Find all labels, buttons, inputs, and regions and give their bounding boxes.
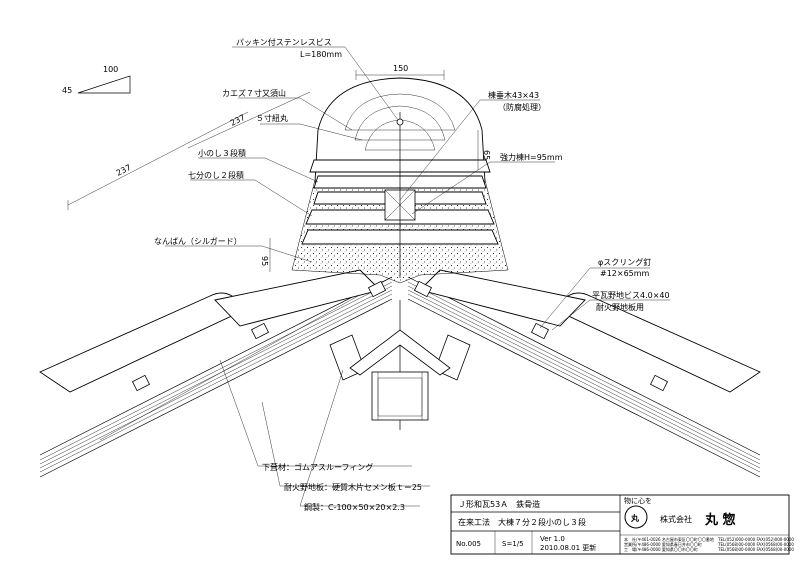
callout-kosei: 鋼製：C-100×50×20×2.3 <box>304 502 405 512</box>
callout-taika-nojiban: 耐火野地板：硬質木片セメン板ｔ＝25 <box>284 482 422 492</box>
slope-indicator <box>77 75 131 94</box>
company-address-2: 営業所/〒486-0000 愛知県春日井市〇〇町 <box>624 541 702 547</box>
title-version: Ver 1.0 <box>540 535 565 543</box>
slope-run-label: 100 <box>103 65 118 74</box>
right-leaders <box>399 99 670 331</box>
callout-ring-nail-size: #12×65mm <box>600 269 650 278</box>
left-roof-nails <box>131 280 387 392</box>
callout-konoshi: 小のし３段積 <box>198 148 246 158</box>
company-tel-1: TEL(052)000-0000 FAX(052)000-0000 <box>717 537 794 542</box>
left-leaders <box>165 46 399 263</box>
steel-structure <box>329 300 471 430</box>
left-roof-slope <box>39 276 393 478</box>
title-number: No.005 <box>456 540 481 548</box>
company-seal: 丸 <box>630 513 640 523</box>
company-tel-2: TEL(0568)00-0000 FAX(0568)00-0000 <box>717 542 794 547</box>
callout-shichibu: 七分のし２段積 <box>188 170 244 180</box>
callout-munadaregi: 棟垂木43×43 <box>488 90 539 100</box>
dim-95: 95 <box>260 256 269 266</box>
callout-shitabuki: 下葺材：ゴムアスルーフィング <box>262 462 373 472</box>
company-name: 丸 惣 <box>704 512 736 528</box>
dim-237-outer: 237 <box>115 163 133 178</box>
callout-gosun-himomaru: ５寸紐丸 <box>256 113 288 123</box>
dim-150: 150 <box>393 64 408 73</box>
title-date: 2010.08.01 更新 <box>540 543 596 552</box>
ridge-assembly <box>291 77 509 284</box>
callout-kyoryoku: 強力棟H=95mm <box>500 152 563 162</box>
right-roof-slope <box>407 276 761 478</box>
company-address-1: 本 社/〒461-0026 名古屋市東区〇〇町〇〇番地 <box>624 536 714 542</box>
title-method: 在来工法 大棟７分２段小のし３段 <box>458 517 586 527</box>
title-block <box>450 494 790 555</box>
title-scale: S=1/5 <box>502 540 524 548</box>
dim-65: 65 <box>482 150 491 160</box>
bottom-leaders <box>219 359 430 507</box>
right-roof-nails <box>413 280 669 392</box>
callout-bofu: （防腐処理） <box>498 102 546 112</box>
callout-nanban: なんばん（シルガード） <box>154 236 242 246</box>
callout-ring-nail: φスクリング釘 <box>598 257 651 267</box>
right-flat-tiles <box>419 269 761 393</box>
callout-taika-nojiita: 耐火野地板用 <box>596 302 644 312</box>
company-address-3: 工 場/〒486-0000 愛知県〇〇市〇〇町 <box>624 546 698 552</box>
slope-rise-label: 45 <box>62 86 72 95</box>
dim-237-inner: 237 <box>229 113 247 128</box>
callout-kaezu: カエズ７寸又須山 <box>222 88 286 98</box>
company-tel-3: TEL(0568)00-0000 FAX(0568)00-0000 <box>717 547 794 552</box>
callout-packing-screw: パッキン付ステンレスビス <box>236 37 332 47</box>
company-label: 株式会社 <box>660 514 692 524</box>
callout-hiragawara-screw: 平瓦野地ビス4.0×40 <box>592 290 670 300</box>
dimension-lines <box>67 70 479 272</box>
callout-screw-length: L=180mm <box>300 50 342 59</box>
company-motto: 物に心を <box>624 496 652 505</box>
title-product: Ｊ形和瓦53Ａ 鉄骨造 <box>458 499 540 509</box>
